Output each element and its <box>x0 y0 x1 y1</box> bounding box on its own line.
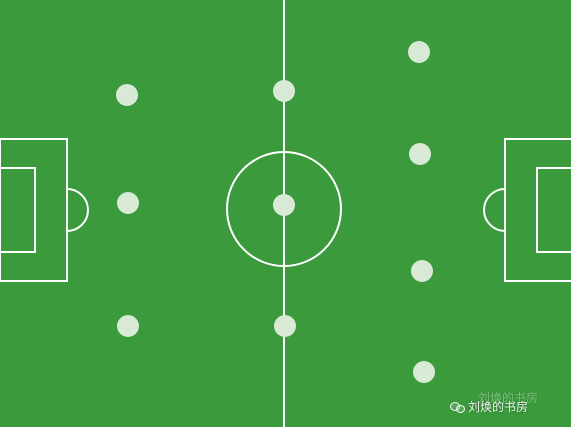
center-circle <box>226 151 342 267</box>
player-marker <box>413 361 435 383</box>
left-goal-area <box>0 167 36 253</box>
right-penalty-area <box>504 138 571 282</box>
player-marker <box>117 315 139 337</box>
left-penalty-arc <box>66 188 89 232</box>
player-marker <box>274 315 296 337</box>
watermark-ghost-text: 刘焕的书房 <box>478 391 539 405</box>
player-marker <box>273 80 295 102</box>
player-marker <box>409 143 431 165</box>
player-marker <box>273 194 295 216</box>
wechat-icon <box>450 399 465 413</box>
left-penalty-area <box>0 138 68 282</box>
watermark-text: 刘焕的书房 <box>468 399 529 414</box>
right-goal-area <box>536 167 571 253</box>
player-marker <box>117 192 139 214</box>
player-marker <box>116 84 138 106</box>
player-marker <box>408 41 430 63</box>
right-penalty-arc <box>483 188 506 232</box>
watermark: 刘焕的书房 刘焕的书房 <box>450 391 565 417</box>
players <box>116 41 435 383</box>
player-marker <box>411 260 433 282</box>
